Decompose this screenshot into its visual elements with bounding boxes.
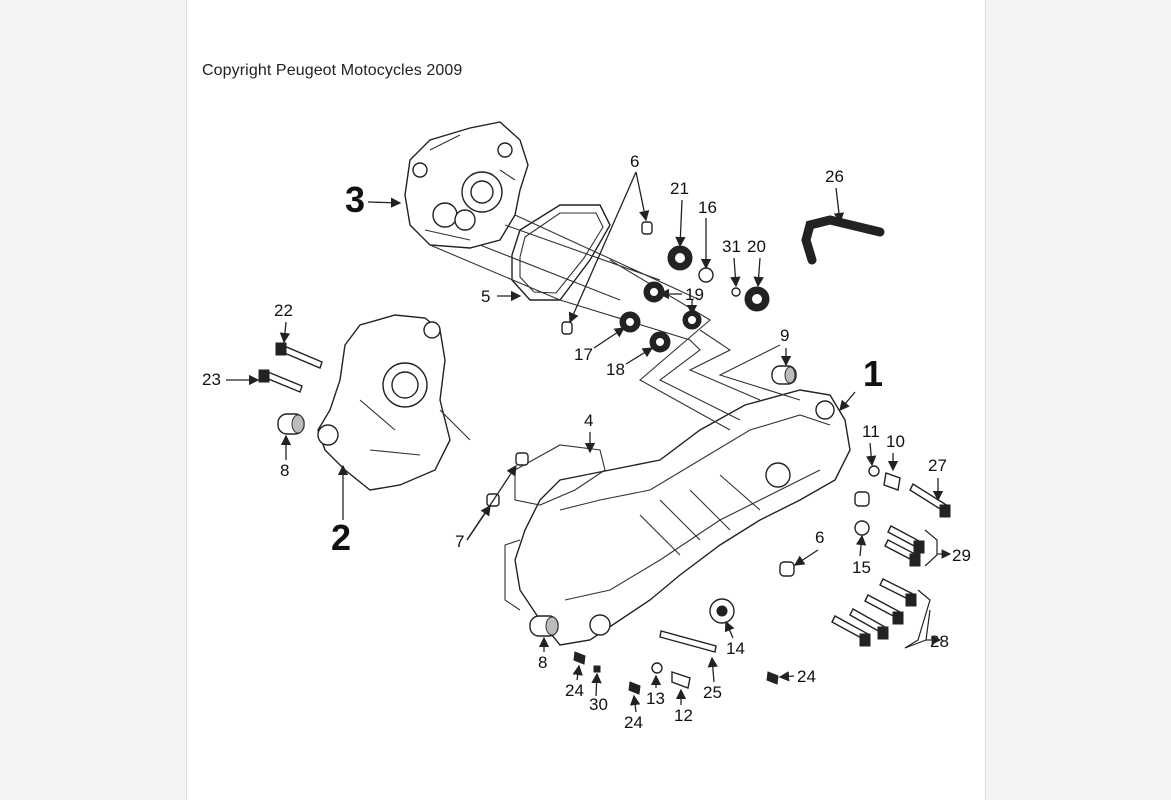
diagram-sheet (186, 0, 986, 800)
callout-19: 19 (685, 285, 704, 304)
callout-24a: 24 (565, 681, 584, 700)
callout-8b: 8 (538, 653, 547, 672)
crankcase-part-1 (504, 389, 851, 646)
callout-31: 31 (722, 237, 741, 256)
gasket-part-4 (514, 444, 606, 506)
bolts (258, 342, 951, 653)
bearings-and-seals (619, 245, 880, 536)
callout-16: 16 (698, 198, 717, 217)
callout-17: 17 (574, 345, 593, 364)
callout-6b: 6 (815, 528, 824, 547)
callout-3: 3 (345, 179, 365, 220)
callout-20: 20 (747, 237, 766, 256)
callout-25: 25 (703, 683, 722, 702)
callout-8: 8 (280, 461, 289, 480)
callout-4: 4 (584, 411, 593, 430)
small-fasteners (573, 651, 779, 695)
callout-18: 18 (606, 360, 625, 379)
bushings (277, 365, 797, 637)
gear-part-14 (709, 598, 735, 624)
callout-2: 2 (331, 517, 351, 558)
callout-5: 5 (481, 287, 490, 306)
callout-7: 7 (455, 532, 464, 551)
callout-11: 11 (862, 422, 880, 441)
callout-26: 26 (825, 167, 844, 186)
dowel-pins (486, 221, 870, 577)
hose-part-26 (801, 215, 885, 265)
group-brackets (904, 529, 952, 649)
callout-22: 22 (274, 301, 293, 320)
callout-1: 1 (863, 353, 883, 394)
crankcase-half-part-2 (317, 314, 471, 491)
copyright-notice: Copyright Peugeot Motocycles 2009 (202, 62, 463, 79)
callout-21: 21 (670, 179, 689, 198)
callout-27: 27 (928, 456, 947, 475)
callout-28: 28 (930, 632, 949, 651)
callout-12: 12 (674, 706, 693, 725)
alignment-leader-lines (429, 214, 801, 431)
callout-10: 10 (886, 432, 905, 451)
callout-13: 13 (646, 689, 665, 708)
callout-9: 9 (780, 326, 789, 345)
callout-arrows (226, 171, 944, 713)
callout-6: 6 (630, 152, 639, 171)
gasket-part-5 (511, 204, 611, 301)
callout-labels: 1 2 3 4 5 6 6 7 8 8 9 10 11 12 13 14 15 … (202, 152, 971, 732)
callout-30: 30 (589, 695, 608, 714)
crankcase-cover-part-3 (404, 121, 529, 249)
callout-24b: 24 (624, 713, 643, 732)
callout-15: 15 (852, 558, 871, 577)
callout-29: 29 (952, 546, 971, 565)
callout-24c: 24 (797, 667, 816, 686)
callout-23: 23 (202, 370, 221, 389)
callout-14: 14 (726, 639, 745, 658)
